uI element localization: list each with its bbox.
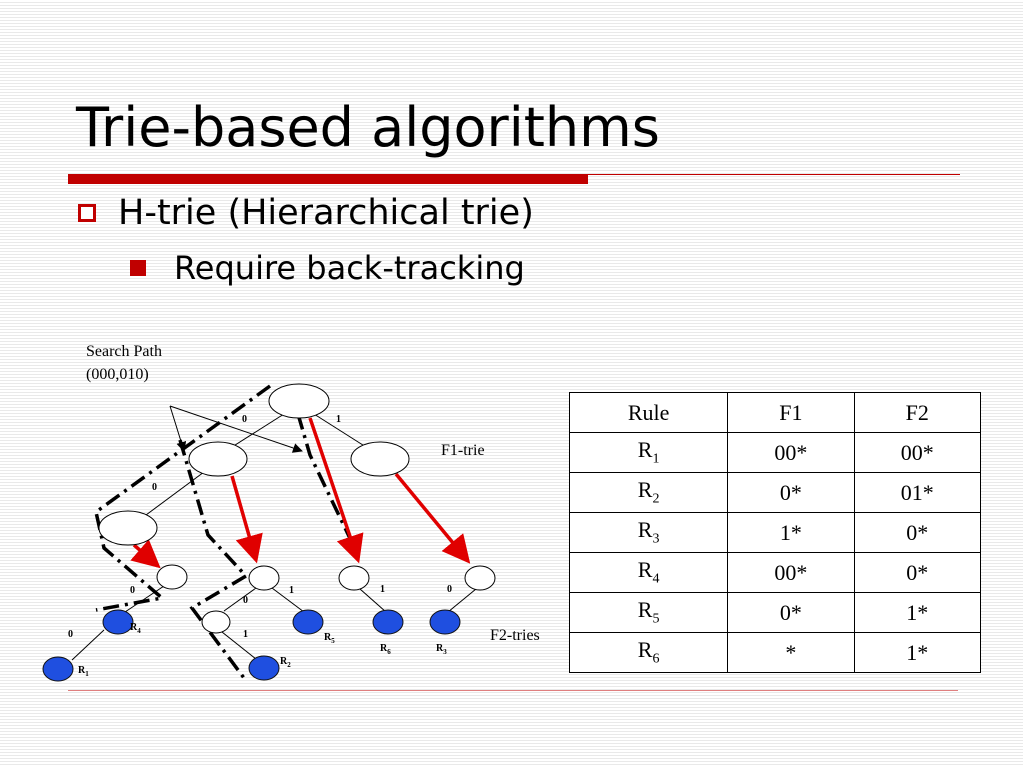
table-row: R5 0* 1* bbox=[568, 592, 982, 633]
f1-root-node bbox=[268, 383, 330, 419]
rule-cell: R1 bbox=[568, 432, 729, 473]
edge-b-right bbox=[271, 587, 305, 613]
edge-label: 1 bbox=[243, 629, 248, 640]
rule-node-label: R4 bbox=[130, 622, 141, 635]
bullet-level-1: H-trie (Hierarchical trie) bbox=[78, 190, 534, 236]
edge-n1-left bbox=[145, 471, 205, 516]
bullet-level-2: Require back-tracking bbox=[130, 246, 525, 290]
footer-rule bbox=[68, 690, 958, 691]
f1-trie-label: F1-trie bbox=[441, 442, 485, 459]
rule-node-label: R3 bbox=[436, 643, 447, 656]
rule-node-r2 bbox=[248, 655, 280, 681]
h-trie-diagram: 0 1 0 0 0 0 1 1 1 0 R1 R2 R4 R5 R6 R3 Se… bbox=[42, 343, 540, 682]
f1-cell: 0* bbox=[727, 472, 855, 513]
title-underline-thin bbox=[588, 174, 960, 175]
column-header: Rule bbox=[568, 392, 729, 433]
search-path-value: (000,010) bbox=[86, 366, 149, 383]
edge-label: 0 bbox=[243, 595, 248, 606]
edge-label: 0 bbox=[242, 414, 247, 425]
rule-node-r5 bbox=[292, 609, 324, 635]
edge-label: 0 bbox=[68, 629, 73, 640]
rule-cell: R4 bbox=[568, 552, 729, 593]
bullet-level-2-text: Require back-tracking bbox=[174, 249, 525, 287]
f1-node-00 bbox=[98, 510, 158, 546]
edge-bl-right bbox=[221, 631, 257, 660]
edge-c-right bbox=[359, 588, 387, 613]
edge-d-left bbox=[447, 588, 477, 613]
table-row: R3 1* 0* bbox=[568, 512, 982, 553]
f1-cell: 00* bbox=[727, 552, 855, 593]
pointer-arrow-00 bbox=[130, 539, 161, 569]
rule-node-r3 bbox=[429, 609, 461, 635]
f2-pointer-arrows bbox=[130, 417, 471, 569]
backtracking-path-icon bbox=[94, 384, 360, 680]
column-header: F2 bbox=[853, 392, 982, 433]
rule-node-label: R5 bbox=[324, 632, 335, 645]
f2-cell: 0* bbox=[853, 552, 982, 593]
bullet-level-1-text: H-trie (Hierarchical trie) bbox=[118, 193, 534, 233]
hollow-square-bullet-icon bbox=[78, 204, 96, 222]
pointer-arrow-root bbox=[308, 417, 364, 564]
edge-label: 1 bbox=[380, 584, 385, 595]
edge-label: 1 bbox=[336, 414, 341, 425]
rule-cell: R6 bbox=[568, 632, 729, 673]
rule-cell: R5 bbox=[568, 592, 729, 633]
f2-node-b-left bbox=[201, 610, 231, 634]
f2-cell: 00* bbox=[853, 432, 982, 473]
column-header: F1 bbox=[727, 392, 855, 433]
rule-cell: R3 bbox=[568, 512, 729, 553]
edge-root-right bbox=[313, 413, 367, 448]
f2-node-d bbox=[464, 565, 496, 591]
table-row: R1 00* 00* bbox=[568, 432, 982, 473]
edge-b-left bbox=[223, 587, 257, 612]
f1-node-1 bbox=[350, 441, 410, 477]
pointer-arrow-1 bbox=[394, 472, 471, 564]
f2-cell: 1* bbox=[853, 632, 982, 673]
f2-cell: 01* bbox=[853, 472, 982, 513]
table-row: R2 0* 01* bbox=[568, 472, 982, 513]
f2-node-c bbox=[338, 565, 370, 591]
rule-node-r1 bbox=[42, 656, 74, 682]
rule-cell: R2 bbox=[568, 472, 729, 513]
f2-trie-nodes bbox=[156, 564, 496, 634]
edge-label: 0 bbox=[130, 585, 135, 596]
f1-cell: * bbox=[727, 632, 855, 673]
edge-label: 0 bbox=[447, 584, 452, 595]
slide-title: Trie-based algorithms bbox=[76, 96, 660, 159]
title-underline bbox=[68, 174, 588, 184]
f1-cell: 0* bbox=[727, 592, 855, 633]
rule-node-r4 bbox=[102, 609, 134, 635]
table-row: R4 00* 0* bbox=[568, 552, 982, 593]
pointer-arrow-0 bbox=[230, 475, 263, 564]
table-row: R6 * 1* bbox=[568, 632, 982, 673]
f2-node-a bbox=[156, 564, 188, 590]
f1-cell: 1* bbox=[727, 512, 855, 553]
edge-root-left bbox=[231, 413, 285, 448]
f2-node-b bbox=[248, 565, 280, 591]
edge-label: 0 bbox=[152, 482, 157, 493]
edge-label: 1 bbox=[289, 585, 294, 596]
f1-cell: 00* bbox=[727, 432, 855, 473]
rule-node-r6 bbox=[372, 609, 404, 635]
edge-r4-left bbox=[71, 629, 105, 661]
trie-edges bbox=[71, 413, 477, 661]
f1-trie-nodes bbox=[98, 383, 410, 546]
rule-node-label: R2 bbox=[280, 656, 291, 669]
rule-node-label: R1 bbox=[78, 665, 89, 678]
f1-node-0 bbox=[188, 441, 248, 477]
f2-cell: 0* bbox=[853, 512, 982, 553]
search-path-label: Search Path bbox=[86, 343, 162, 360]
rule-nodes bbox=[42, 609, 461, 682]
f2-cell: 1* bbox=[853, 592, 982, 633]
f2-tries-label: F2-tries bbox=[490, 627, 540, 644]
table-header-row: Rule F1 F2 bbox=[568, 392, 982, 433]
filled-square-bullet-icon bbox=[130, 260, 146, 276]
rule-node-label: R6 bbox=[380, 643, 391, 656]
rule-table: Rule F1 F2 R1 00* 00* R2 0* 01* R3 1* 0*… bbox=[568, 392, 982, 673]
